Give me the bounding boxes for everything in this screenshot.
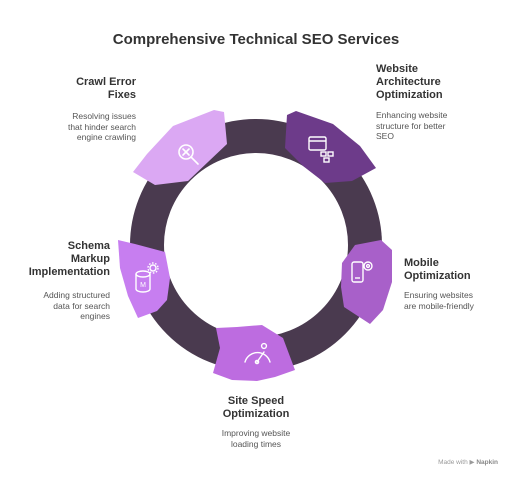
label-mobile-optimization: Mobile Optimization	[404, 257, 471, 282]
svg-text:M: M	[140, 282, 146, 289]
napkin-logo-icon: ▶	[469, 459, 475, 466]
desc-schema-markup: Adding structured data for search engine…	[43, 290, 110, 321]
desc-site-speed: Improving website loading times	[221, 428, 291, 449]
mobile-badge-icon	[351, 261, 373, 283]
segment-mobile-optimization	[341, 240, 392, 324]
diagram-title: Comprehensive Technical SEO Services	[112, 31, 400, 48]
sitemap-window-icon	[308, 136, 334, 163]
label-website-architecture: Website Architecture Optimization	[376, 63, 443, 101]
label-schema-markup: Schema Markup Implementation	[28, 240, 110, 278]
footer-brand: Napkin	[476, 459, 498, 466]
segment-website-architecture	[285, 111, 376, 183]
label-site-speed: Site Speed Optimization	[222, 395, 290, 420]
magnifier-x-icon	[178, 144, 199, 165]
desc-crawl-error-fixes: Resolving issues that hinder search engi…	[67, 111, 136, 142]
speedometer-icon	[244, 342, 271, 365]
desc-website-architecture: Enhancing website structure for better S…	[376, 110, 448, 141]
made-with-footer: Made with ▶ Napkin	[438, 458, 498, 466]
footer-made-with: Made with	[438, 459, 468, 466]
desc-mobile-optimization: Ensuring websites are mobile-friendly	[404, 290, 474, 311]
segment-schema-markup	[118, 240, 170, 318]
database-gear-icon: M	[135, 262, 159, 293]
label-crawl-error-fixes: Crawl Error Fixes	[76, 76, 136, 101]
